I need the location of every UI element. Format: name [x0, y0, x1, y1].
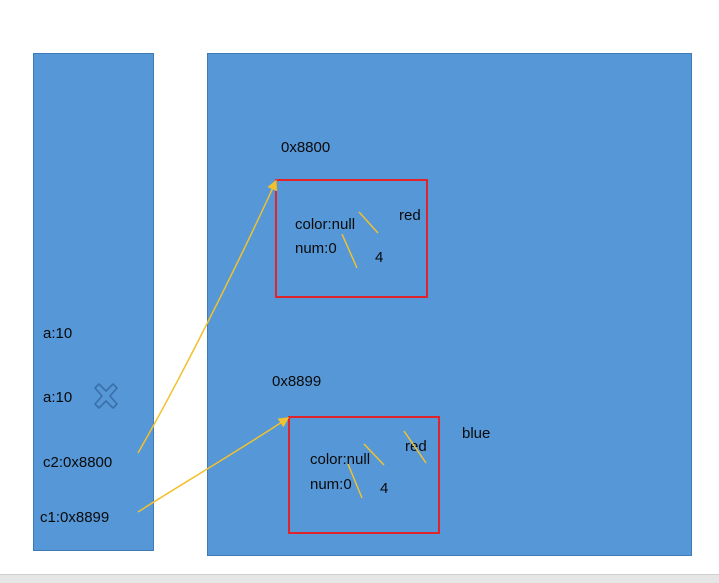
new-num-value-1: 4	[375, 249, 384, 266]
stack-memory-panel	[33, 53, 154, 551]
extra-color-value-blue: blue	[462, 425, 491, 442]
stack-var-c1: c1:0x8899	[40, 509, 110, 526]
bottom-scroll-bar	[0, 574, 719, 583]
field-num-1: num:0	[295, 240, 337, 257]
new-color-value-1: red	[399, 207, 421, 224]
heap-address-0x8800: 0x8800	[281, 139, 331, 156]
heap-object-box-1	[275, 179, 428, 298]
stack-var-a-1: a:10	[43, 325, 73, 342]
stack-var-a-2: a:10	[43, 389, 73, 406]
heap-address-0x8899: 0x8899	[272, 373, 322, 390]
new-num-value-2: 4	[380, 480, 389, 497]
field-color-2: color:null	[310, 451, 371, 468]
cross-icon	[91, 382, 121, 415]
field-num-2: num:0	[310, 476, 352, 493]
heap-object-box-2	[288, 416, 440, 534]
heap-memory-panel	[207, 53, 692, 556]
new-color-value-2: red	[405, 438, 427, 455]
stack-var-c2: c2:0x8800	[43, 454, 113, 471]
field-color-1: color:null	[295, 216, 356, 233]
